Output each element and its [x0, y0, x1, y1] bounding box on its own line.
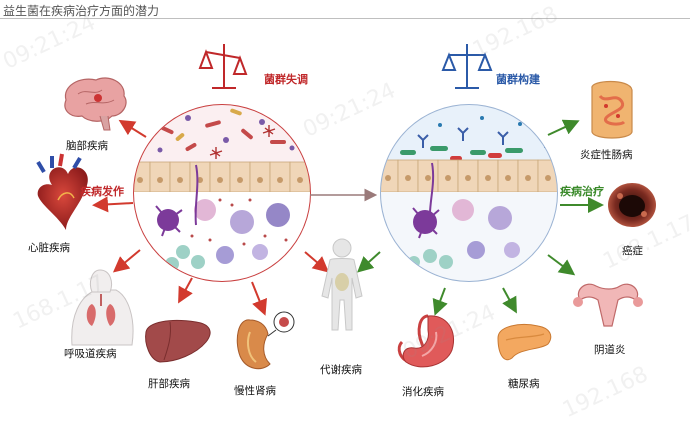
heart-icon	[36, 153, 88, 230]
pancreas-icon	[497, 324, 552, 361]
liver-icon	[145, 319, 211, 363]
disease-onset-label: 疾病发作	[80, 185, 124, 198]
title-divider	[0, 18, 690, 19]
lungs-icon	[71, 269, 134, 346]
figure-title: 益生菌在疾病治疗方面的潜力	[3, 4, 160, 18]
uterus-icon	[573, 283, 643, 327]
brain-icon	[64, 77, 127, 131]
therapy-arrows	[357, 119, 604, 316]
diabetes-label: 糖尿病	[508, 378, 540, 390]
restoration-circle	[380, 104, 558, 282]
cancer-label: 癌症	[622, 245, 643, 257]
disease-therapy-label: 疾病治疗	[560, 185, 604, 198]
human-body-icon	[321, 238, 363, 331]
ibd-label: 炎症性肠病	[580, 149, 633, 161]
liver-disease-label: 肝部疾病	[148, 378, 190, 390]
respiratory-disease-label: 呼吸道疾病	[64, 348, 117, 360]
brain-disease-label: 脑部疾病	[66, 140, 108, 152]
heart-disease-label: 心脏疾病	[28, 242, 70, 254]
metabolic-disease-label: 代谢疾病	[320, 364, 362, 376]
balance-scale-icon-blue	[441, 44, 493, 89]
tumor-icon	[608, 183, 656, 227]
digestive-disease-label: 消化疾病	[402, 386, 444, 398]
stomach-icon	[397, 314, 454, 368]
dysbiosis-heading: 菌群失调	[264, 73, 308, 86]
kidney-icon	[236, 311, 295, 370]
dysbiosis-circle	[133, 104, 311, 282]
reconstruction-heading: 菌群构建	[496, 73, 540, 86]
kidney-disease-label: 慢性肾病	[234, 385, 276, 397]
onset-arrows	[92, 119, 330, 316]
vaginitis-label: 阴道炎	[594, 344, 626, 356]
intestine-icon	[591, 80, 633, 139]
balance-scale-icon-red	[198, 44, 248, 89]
